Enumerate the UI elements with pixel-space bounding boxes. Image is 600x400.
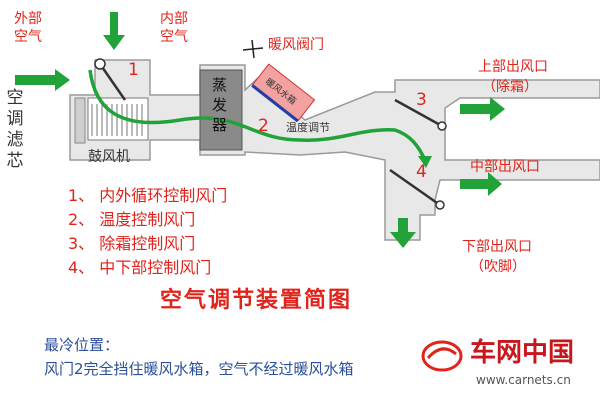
airflow-arrowhead bbox=[418, 156, 432, 168]
blower-label: 鼓风机 bbox=[88, 149, 130, 165]
lower-outlet-arrow bbox=[390, 218, 416, 248]
outside-air-arrow bbox=[15, 69, 70, 91]
lower-outlet-sub: （吹脚） bbox=[470, 259, 526, 275]
evaporator bbox=[199, 69, 243, 151]
middle-outlet-label: 中部出风口 bbox=[470, 159, 540, 175]
temp-adjust-label: 温度调节 bbox=[286, 121, 330, 134]
upper-outlet-sub: （除霜） bbox=[482, 79, 538, 95]
inside-air-label-2: 空气 bbox=[160, 29, 188, 45]
legend-item-3: 3、 除霜控制风门 bbox=[68, 234, 196, 253]
air-filter-label-2: 调 bbox=[6, 109, 24, 129]
inside-air-arrow bbox=[103, 12, 125, 50]
damper-1 bbox=[98, 63, 127, 101]
legend-item-1: 1、 内外循环控制风门 bbox=[68, 186, 228, 205]
diagram-title: 空气调节装置简图 bbox=[160, 288, 353, 313]
damper-2-number: 2 bbox=[258, 116, 269, 136]
legend-item-2: 2、 温度控制风门 bbox=[68, 210, 196, 229]
evaporator-label-1: 蒸 bbox=[212, 76, 228, 94]
air-filter bbox=[74, 97, 86, 144]
watermark-logo-icon bbox=[421, 340, 463, 372]
heater-valve-label: 暖风阀门 bbox=[268, 37, 324, 53]
damper-3-number: 3 bbox=[416, 90, 427, 110]
damper-3 bbox=[394, 98, 443, 128]
inside-air-label-1: 内部 bbox=[160, 11, 188, 27]
damper-4-number: 4 bbox=[416, 162, 427, 182]
air-filter-label-4: 芯 bbox=[6, 151, 24, 171]
outside-air-label-1: 外部 bbox=[14, 11, 42, 27]
upper-outlet-arrow bbox=[460, 97, 505, 121]
damper-1-number: 1 bbox=[128, 60, 139, 80]
air-filter-label-3: 滤 bbox=[6, 130, 24, 150]
note-heading: 最冷位置： bbox=[44, 336, 120, 354]
watermark-brand: 车网中国 bbox=[470, 338, 575, 368]
airflow-path bbox=[88, 69, 427, 161]
lower-outlet-label: 下部出风口 bbox=[462, 239, 532, 255]
upper-outlet-label: 上部出风口 bbox=[478, 59, 548, 75]
watermark-url: www.carnets.cn bbox=[476, 373, 571, 387]
note-body: 风门2完全挡住暖风水箱，空气不经过暖风水箱 bbox=[44, 360, 354, 378]
outside-air-label-2: 空气 bbox=[14, 29, 42, 45]
blower-fan bbox=[87, 97, 149, 141]
legend-item-4: 4、 中下部控制风门 bbox=[68, 258, 212, 277]
middle-outlet-arrow bbox=[460, 172, 502, 196]
evaporator-label-3: 器 bbox=[212, 116, 228, 134]
damper-4 bbox=[389, 168, 441, 207]
heater-core bbox=[251, 63, 316, 123]
air-filter-label-1: 空 bbox=[6, 88, 24, 108]
evaporator-label-2: 发 bbox=[212, 96, 228, 114]
